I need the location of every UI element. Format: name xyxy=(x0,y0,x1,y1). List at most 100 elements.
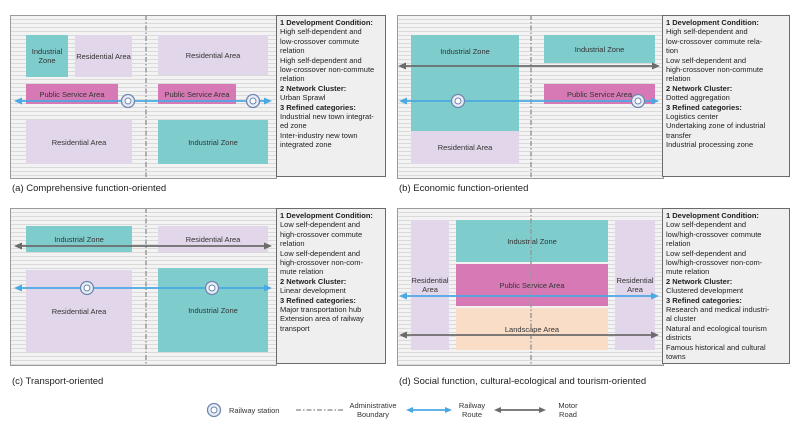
panel-b-refined-categories-heading: 3 Refined categories: xyxy=(666,102,742,112)
panel-c-dev-condition-line: relation xyxy=(280,239,305,249)
panel-c-refined-category-line: transport xyxy=(280,323,310,333)
panel-b-public-service-area: Public Service Area xyxy=(544,84,655,104)
panel-d-dev-condition-heading: 1 Development Condition: xyxy=(666,211,759,220)
panel-c-network-cluster-heading: 2 Network Cluster: xyxy=(280,276,347,286)
panel-c-refined-categories-heading: 3 Refined categories: xyxy=(280,295,356,305)
panel-d-motor-road-arrow-left xyxy=(399,331,407,339)
panel-d-dev-condition-line: low/high-crossover non-com- xyxy=(666,258,763,268)
panel-a-dev-condition-line: relation xyxy=(280,74,305,84)
panel-c-residential-area-1: Residential Area xyxy=(158,226,268,252)
panel-a-residential-area-3: Residential Area xyxy=(26,120,132,164)
panel-d-caption: (d) Social function, cultural-ecological… xyxy=(399,376,647,387)
panel-a-network-cluster-line: Urban Sprawl xyxy=(280,93,326,103)
panel-b-railway-arrow-right xyxy=(651,97,659,105)
legend-railway-station-label: Railway station xyxy=(229,406,280,415)
panel-a-refined-category-line: integrated zone xyxy=(280,140,332,150)
panel-c-info-box: 1 Development Condition: Low self-depend… xyxy=(276,208,386,364)
panel-b-railway-station-2 xyxy=(630,93,646,109)
panel-d-railway-arrow-right xyxy=(651,292,659,300)
panel-b-dev-condition-line: low-crossover commute rela- xyxy=(666,36,763,46)
panel-d-dev-condition-line: mute relation xyxy=(666,267,710,277)
panel-a-railway-arrow-left xyxy=(14,97,22,105)
panel-a-refined-categories-heading: 3 Refined categories: xyxy=(280,102,356,112)
panel-b-motor-road-arrow-right xyxy=(652,62,660,70)
panel-a-residential-area-2: Residential Area xyxy=(158,35,268,75)
panel-d-refined-category-line: al cluster xyxy=(666,314,697,324)
panel-a-caption: (a) Comprehensive function-oriented xyxy=(12,183,167,194)
panel-c-residential-area-2: Residential Area xyxy=(26,270,132,352)
panel-d-dev-condition-line: Low self-dependent and xyxy=(666,220,747,230)
panel-b-info-box: 1 Development Condition: High self-depen… xyxy=(662,15,790,177)
panel-d-refined-category-line: Famous historical and cultural xyxy=(666,342,766,352)
panel-d-info-box: 1 Development Condition: Low self-depend… xyxy=(662,208,790,364)
panel-b-dev-condition-line: High self-dependent and xyxy=(666,27,748,37)
panel-c-railway-arrow-left xyxy=(14,284,22,292)
legend-motor-road-label: Motor Road xyxy=(558,401,578,419)
panel-d-motor-road-arrow-right xyxy=(651,331,659,339)
panel-a-dev-condition-heading: 1 Development Condition: xyxy=(280,18,373,27)
panel-d-dev-condition-line: relation xyxy=(666,239,691,249)
legend-railway-route-label: Railway Route xyxy=(458,401,486,419)
panel-c-dev-condition-line: high-crossover non-com- xyxy=(280,258,363,268)
panel-c-network-cluster-line: Linear development xyxy=(280,286,346,296)
panel-a-info-box: 1 Development Condition: High self-depen… xyxy=(276,15,386,177)
panel-a-public-service-area-1: Public Service Area xyxy=(26,84,118,104)
panel-b-dev-condition-line: high-crossover non-commute xyxy=(666,65,764,75)
panel-d-refined-category-line: towns xyxy=(666,352,686,362)
panel-c-refined-category-line: Extension area of railway xyxy=(280,314,364,324)
panel-a-refined-category-line: Industrial new town integrat- xyxy=(280,112,374,122)
panel-a-railway-station-2 xyxy=(245,93,261,109)
panel-b-refined-category-line: Undertaking zone of industrial xyxy=(666,121,766,131)
panel-c-dev-condition-line: Low self-dependent and xyxy=(280,220,361,230)
panel-c-railway-station-2 xyxy=(204,280,220,296)
panel-d-refined-categories-heading: 3 Refined categories: xyxy=(666,295,742,305)
panel-a-industrial-zone-1: Industrial Zone xyxy=(26,35,68,77)
panel-b-caption: (b) Economic function-oriented xyxy=(399,183,529,194)
legend-railway-station-icon xyxy=(206,402,222,418)
panel-a-network-cluster-heading: 2 Network Cluster: xyxy=(280,83,347,93)
panel-d-residential-area-2: Residential Area xyxy=(615,220,655,350)
panel-d-residential-area-1: Residential Area xyxy=(411,220,449,350)
panel-d-network-cluster-line: Clustered development xyxy=(666,286,744,296)
panel-c-industrial-zone-1: Industrial Zone xyxy=(26,226,132,252)
legend-admin-boundary-label: Administrative Boundary xyxy=(349,401,397,419)
panel-c-motor-road-arrow-right xyxy=(264,242,272,250)
panel-b-network-cluster-line: Dotted aggregation xyxy=(666,93,730,103)
panel-d-railway-arrow-left xyxy=(399,292,407,300)
panel-b-railway-arrow-left xyxy=(399,97,407,105)
panel-d-industrial-zone: Industrial Zone xyxy=(456,220,608,262)
panel-b-industrial-zone-2: Industrial Zone xyxy=(544,35,655,63)
panel-a-refined-category-line: ed zone xyxy=(280,121,307,131)
panel-b-refined-category-line: Logistics center xyxy=(666,112,719,122)
panel-a-railway-station-1 xyxy=(120,93,136,109)
panel-b-dev-condition-heading: 1 Development Condition: xyxy=(666,18,759,27)
panel-c-dev-condition-line: Low self-dependent and xyxy=(280,248,361,258)
panel-a-railway-arrow-right xyxy=(264,97,272,105)
panel-d-network-cluster-heading: 2 Network Cluster: xyxy=(666,276,733,286)
panel-d-refined-category-line: Research and medical industri- xyxy=(666,305,770,315)
panel-d-refined-category-line: districts xyxy=(666,333,692,343)
panel-a-industrial-zone-2: Industrial Zone xyxy=(158,120,268,164)
panel-c-dev-condition-line: high-crossover commute xyxy=(280,229,363,239)
panel-a-residential-area-1: Residential Area xyxy=(75,35,132,77)
panel-a-dev-condition-line: High self-dependent and xyxy=(280,27,362,37)
panel-a-public-service-area-2: Public Service Area xyxy=(158,84,236,104)
panel-c-refined-category-line: Major transportation hub xyxy=(280,305,362,315)
panel-b-dev-condition-line: tion xyxy=(666,46,679,56)
panel-c-railway-arrow-right xyxy=(264,284,272,292)
panel-a-dev-condition-line: High self-dependent and xyxy=(280,55,362,65)
panel-b-dev-condition-line: Low self-dependent and xyxy=(666,55,747,65)
panel-a-dev-condition-line: low-crossover commute xyxy=(280,36,360,46)
panel-b-refined-category-line: transfer xyxy=(666,130,692,140)
panel-b-residential-area: Residential Area xyxy=(411,131,519,164)
panel-d-public-service-area: Public Service Area xyxy=(456,264,608,306)
panel-b-motor-road-arrow-left xyxy=(398,62,406,70)
panel-c-motor-road-arrow-left xyxy=(14,242,22,250)
panel-c-caption: (c) Transport-oriented xyxy=(12,376,104,387)
panel-b-railway-station-1 xyxy=(450,93,466,109)
